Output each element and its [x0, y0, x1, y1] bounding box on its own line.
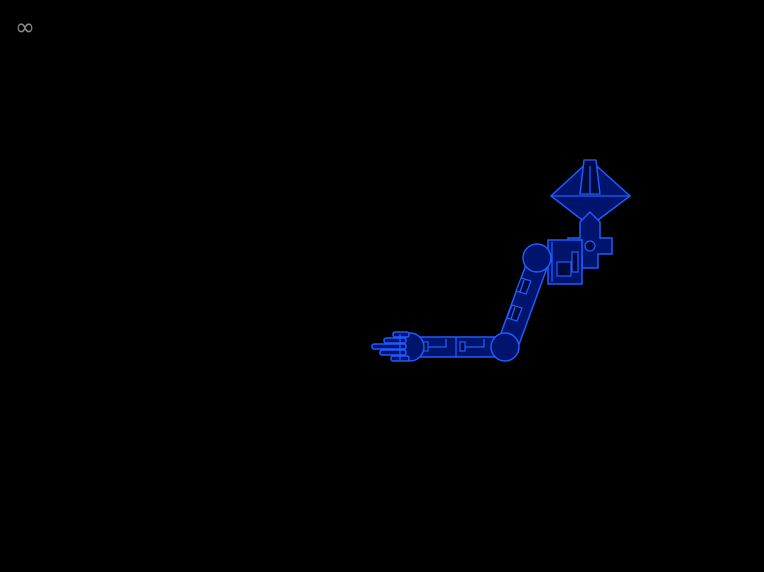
claw-hand-icon[interactable] [371, 331, 410, 362]
upper-arm-icon[interactable] [496, 261, 548, 351]
elbow-joint-icon[interactable] [490, 332, 520, 362]
shoulder-joint-icon[interactable] [522, 243, 552, 273]
rotor-hub-icon[interactable] [547, 210, 613, 285]
infinity-icon[interactable]: ∞ [15, 13, 35, 41]
